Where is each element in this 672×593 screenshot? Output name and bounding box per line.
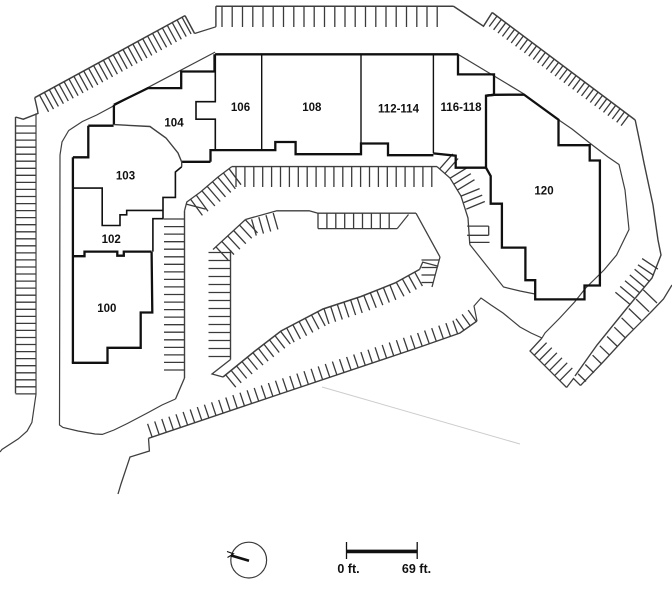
svg-text:104: 104 bbox=[164, 118, 184, 130]
svg-text:108: 108 bbox=[302, 102, 322, 114]
svg-text:112-114: 112-114 bbox=[378, 103, 420, 115]
svg-text:103: 103 bbox=[116, 171, 135, 183]
svg-text:69 ft.: 69 ft. bbox=[402, 562, 431, 576]
svg-text:102: 102 bbox=[102, 234, 121, 246]
svg-text:100: 100 bbox=[97, 303, 116, 315]
svg-text:0 ft.: 0 ft. bbox=[337, 562, 359, 576]
svg-text:116-118: 116-118 bbox=[441, 102, 483, 114]
svg-text:120: 120 bbox=[534, 185, 553, 197]
svg-text:106: 106 bbox=[231, 102, 250, 114]
